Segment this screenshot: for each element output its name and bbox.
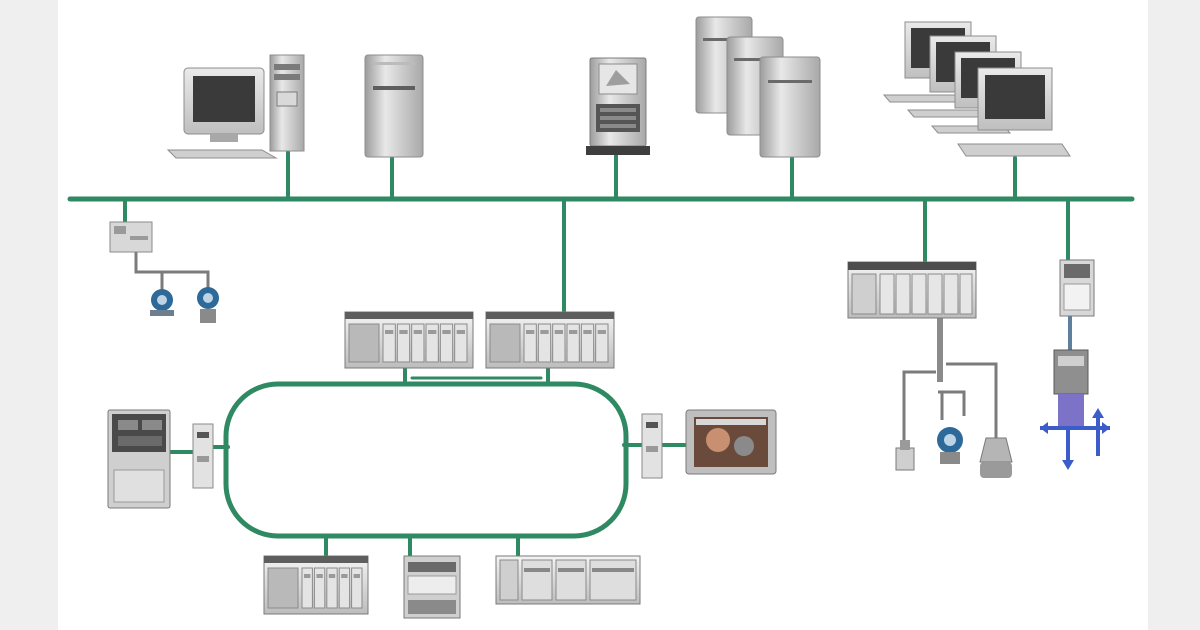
plc-rack-icon: [485, 311, 615, 369]
valve-positioner-icon: [1040, 349, 1110, 470]
tower-server-icon: [364, 54, 424, 158]
pressure-transmitter-icon: [937, 427, 963, 464]
plc-rack-icon: [344, 311, 474, 369]
fiber-switch-icon: [641, 413, 663, 479]
remote-io-rack-icon: [495, 555, 641, 605]
remote-io-rack-icon: [847, 261, 977, 319]
left-margin: [0, 0, 58, 630]
plc-rack-icon: [263, 555, 369, 615]
industrial-pc-icon: [586, 57, 650, 155]
pressure-transmitter-icon: [150, 289, 174, 316]
pressure-transmitter-icon: [197, 287, 219, 323]
workstation-group-icon: [882, 21, 1071, 157]
workstation-icon: [166, 54, 305, 159]
controller-module-icon: [403, 555, 461, 619]
vortex-flowmeter-icon: [979, 437, 1013, 478]
gateway-to-transmitters: [134, 250, 210, 288]
field-cabling: [134, 250, 1072, 448]
gateway-icon: [109, 221, 153, 253]
network-lines: [67, 148, 1135, 560]
io-to-flowmeter: [902, 370, 936, 448]
io-to-branch: [938, 390, 966, 416]
redundant-ring-outer: [223, 381, 629, 539]
motor-drive-icon: [107, 409, 171, 509]
fiber-switch-icon: [192, 423, 214, 489]
workstation-group-monitor-4: [957, 67, 1071, 157]
right-margin: [1148, 0, 1200, 630]
server-cluster-icon: [695, 16, 821, 158]
io-to-vortex: [946, 362, 998, 438]
flowmeter-icon: [895, 440, 915, 471]
controller-module-icon: [1059, 259, 1095, 317]
hmi-touchscreen-icon: [685, 409, 777, 475]
